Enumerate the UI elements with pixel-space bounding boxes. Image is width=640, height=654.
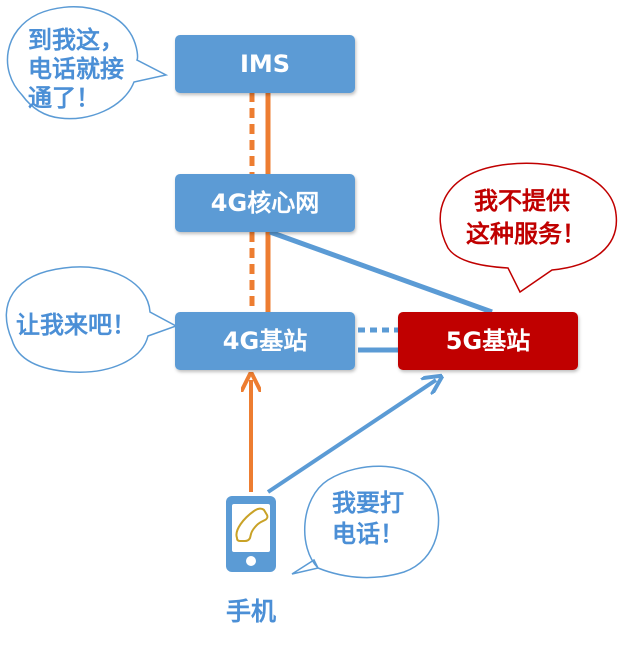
core-4g-node: 4G核心网 — [175, 174, 355, 232]
phone-bubble-line-2: 电话！ — [332, 520, 404, 548]
vertical-link-ims-core — [249, 92, 271, 176]
vertical-link-core-base — [249, 232, 271, 314]
base-5g-label: 5G基站 — [446, 327, 530, 355]
base-4g-label: 4G基站 — [223, 327, 307, 355]
base-5g-node: 5G基站 — [398, 312, 578, 370]
phone-label: 手机 — [226, 597, 276, 626]
phone-bubble-line-1: 我要打 — [332, 489, 404, 517]
core-4g-label: 4G核心网 — [211, 189, 319, 217]
ims-node: IMS — [175, 35, 355, 93]
link-core-5g — [269, 229, 493, 315]
ims-bubble-line-1: 到我这， — [28, 26, 124, 54]
phone-speech-bubble: 我要打 电话！ — [291, 465, 440, 579]
arrow-phone-to-5g — [266, 380, 436, 494]
ims-speech-bubble: 到我这， 电话就接 通了！ — [6, 6, 169, 120]
ims-bubble-line-3: 通了！ — [28, 84, 100, 112]
base4g-speech-bubble: 让我来吧！ — [5, 266, 178, 373]
base4g-bubble-line-1: 让我来吧！ — [16, 311, 136, 339]
base-4g-node: 4G基站 — [175, 312, 355, 370]
ims-bubble-line-2: 电话就接 — [28, 55, 124, 83]
ims-label: IMS — [240, 50, 290, 78]
phone-handset-icon — [226, 496, 276, 572]
base5g-speech-bubble: 我不提供 这种服务！ — [439, 162, 618, 294]
base5g-bubble-line-1: 我不提供 — [474, 187, 570, 215]
base5g-bubble-line-2: 这种服务！ — [466, 220, 586, 248]
